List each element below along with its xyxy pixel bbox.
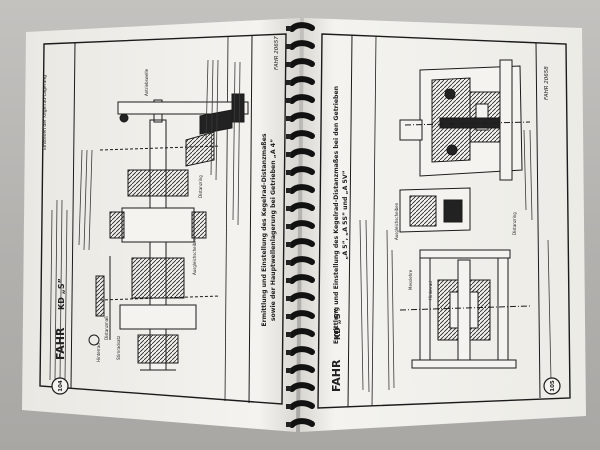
binding-coil [289, 184, 315, 194]
left-doc-code: FAHR 20657 [274, 36, 280, 70]
binding-coil [289, 112, 315, 122]
left-label-ausgleichscheiben: Ausgleichscheiben [192, 237, 197, 275]
binding-hole [286, 260, 291, 265]
binding-hole [286, 350, 291, 355]
binding-hole [286, 98, 291, 103]
binding-coil [289, 220, 315, 230]
binding-coil [289, 166, 315, 176]
binding-coil [289, 76, 315, 86]
right-doc-code: FAHR 20658 [544, 66, 550, 100]
left-label-stirnradsatz: Stirnradsatz [116, 336, 121, 360]
right-title-line2: „A 5”, „A 5S” und „A 5V” [342, 170, 349, 259]
binding-hole [286, 386, 291, 391]
binding-hole [286, 26, 291, 31]
binding-coil [289, 382, 315, 392]
binding-coil [289, 40, 315, 50]
binding-hole [286, 278, 291, 283]
right-page-frame [317, 33, 571, 409]
right-label-distanzring: Distanzring [512, 212, 517, 235]
binding-hole [286, 62, 291, 67]
left-title-group: Ermittlung und Einstellung des Kegelrad-… [261, 133, 277, 327]
left-section-heading: Einstellen der Kegelrad-Lagerung [42, 75, 48, 150]
left-technical-drawing [88, 93, 249, 371]
right-body-text [359, 129, 552, 393]
left-label-distanzring: Distanzring [198, 175, 203, 198]
right-label-hinterrad: Hinterrad [428, 281, 433, 300]
left-label-antriebswelle: Antriebswelle [144, 68, 149, 96]
left-brand: FAHR [54, 327, 67, 360]
binding-hole [286, 170, 291, 175]
left-label-hinterrad: Hinterrad [96, 343, 101, 362]
binding-coil [289, 22, 315, 32]
binding-coil [289, 274, 315, 284]
binding-coil [289, 328, 315, 338]
left-page-frame [39, 33, 287, 405]
left-page: Ermittlung und Einstellung des Kegelrad-… [22, 18, 300, 432]
right-brand: FAHR [330, 359, 343, 392]
binding-coil [289, 94, 315, 104]
binding-hole [286, 422, 291, 427]
binding-coil [289, 130, 315, 140]
left-model: KD „S” [57, 278, 66, 310]
right-page-number: 105 [550, 380, 556, 392]
binding-coil [289, 364, 315, 374]
binding-coil [289, 418, 315, 428]
binding-hole [286, 134, 291, 139]
binding-coil [289, 202, 315, 212]
left-label-distanzmass: Distanzmaß [104, 316, 109, 340]
binding-coil [289, 58, 315, 68]
right-page-number-badge [543, 377, 561, 395]
right-technical-drawing [399, 59, 531, 369]
binding-hole [286, 296, 291, 301]
left-page-number-badge [51, 377, 69, 395]
binding-hole [286, 80, 291, 85]
binding-hole [286, 152, 291, 157]
binding-coil [289, 346, 315, 356]
binding-hole [286, 368, 291, 373]
binding-coil [289, 238, 315, 248]
left-body-text [49, 59, 241, 381]
binding-hole [286, 188, 291, 193]
right-title-group: Ermittlung und Einstellung des Kegelrad-… [333, 86, 349, 344]
binding-coil [289, 148, 315, 158]
binding-hole [286, 116, 291, 121]
right-title-line1: Ermittlung und Einstellung des Kegelrad-… [333, 86, 340, 344]
left-title-line1: Ermittlung und Einstellung des Kegelrad-… [261, 133, 268, 327]
spiral-binding [286, 22, 315, 428]
binding-hole [286, 314, 291, 319]
binding-hole [286, 44, 291, 49]
right-label-messlehre: Messlehre [408, 269, 413, 290]
binding-coil [289, 310, 315, 320]
binding-hole [286, 206, 291, 211]
binding-coil [289, 292, 315, 302]
binding-hole [286, 242, 291, 247]
right-page: Ermittlung und Einstellung des Kegelrad-… [300, 18, 586, 432]
binding-coil [289, 256, 315, 266]
binding-hole [286, 332, 291, 337]
binding-hole [286, 224, 291, 229]
left-page-number: 104 [58, 380, 64, 392]
right-label-ausgleichscheiben: Ausgleichscheiben [394, 202, 399, 240]
binding-hole [286, 404, 291, 409]
right-model: KD „S” [333, 308, 342, 340]
binding-coil [289, 400, 315, 410]
left-title-line2: sowie der Hauptwellenlagerung bei Getrie… [270, 139, 277, 321]
